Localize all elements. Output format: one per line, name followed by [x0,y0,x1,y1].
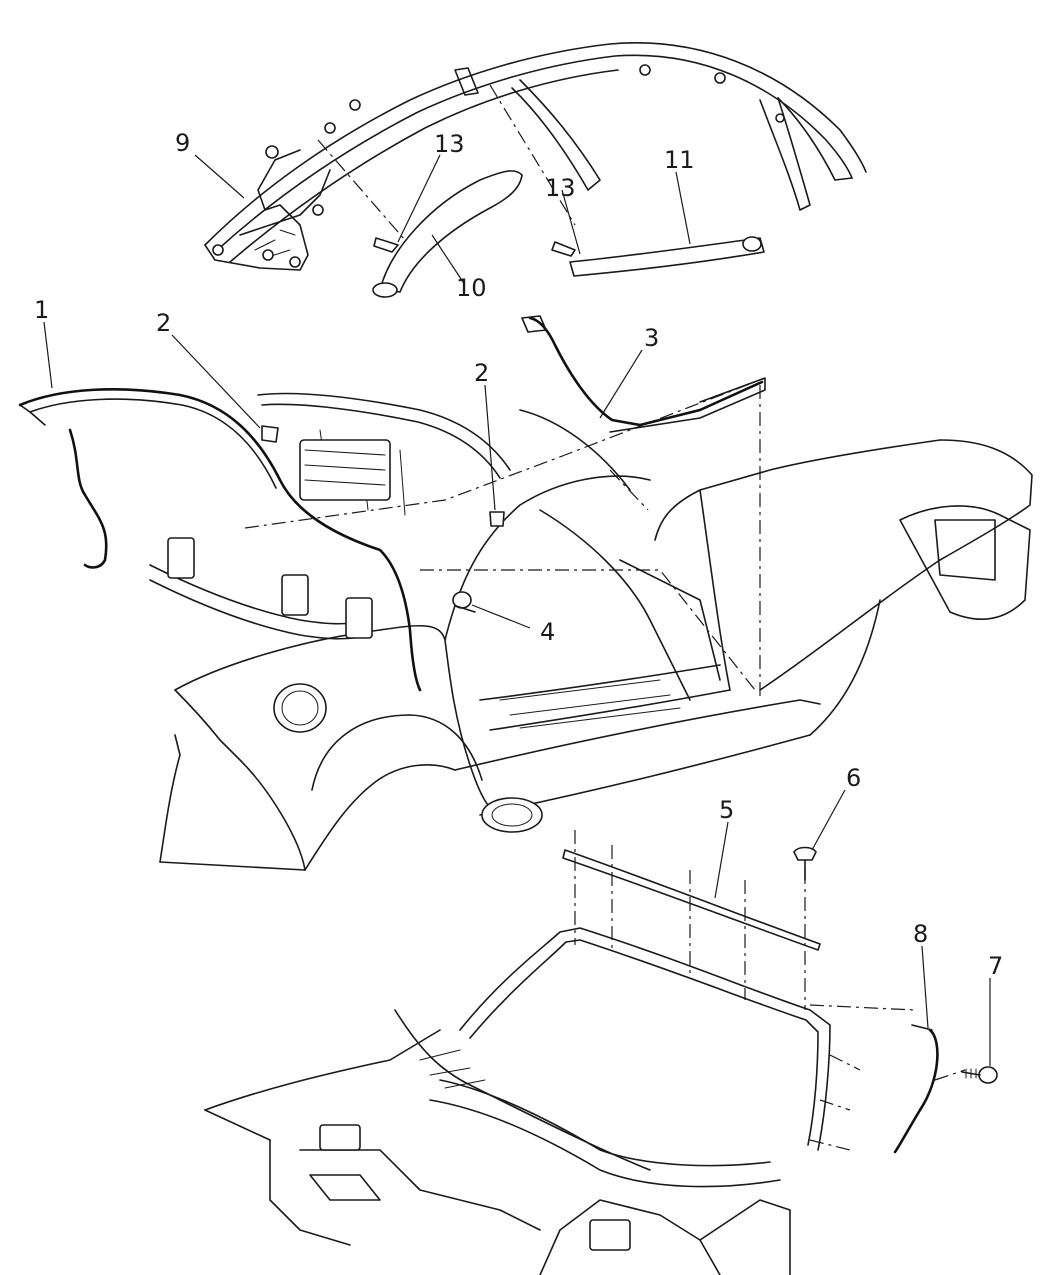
windshield-opening-assembly [204,830,966,1275]
callout-labels: 1 2 2 3 4 5 6 7 8 9 10 11 13 13 [34,129,1003,980]
callout-4: 4 [540,618,555,646]
part-2-clip-right [489,511,505,527]
callout-11: 11 [664,146,695,174]
callout-10: 10 [456,274,487,302]
part-11-a-pillar-trim-right [569,236,765,277]
part-13-clips [373,237,576,257]
callout-5: 5 [719,796,734,824]
leader-lines [43,154,991,1066]
part-2-clip-left [261,425,279,443]
part-4-plug [452,591,476,613]
callout-13-left: 13 [434,130,465,158]
callout-9: 9 [175,129,190,157]
part-1-weatherstrip [18,387,422,692]
part-6-push-pin [793,846,817,881]
callout-1: 1 [34,296,49,324]
part-8-trim [893,1024,939,1154]
callout-13-right: 13 [545,174,576,202]
body-shell [149,379,1033,871]
callout-8: 8 [913,920,928,948]
callout-2-left: 2 [156,309,171,337]
part-7-screw [961,1066,998,1084]
callout-3: 3 [644,324,659,352]
part-3-seal [521,315,766,433]
part-5-cowl-seal [562,849,821,951]
callout-7: 7 [988,952,1003,980]
part-10-a-pillar-trim-left [372,170,523,298]
callout-6: 6 [846,764,861,792]
callout-2-right: 2 [474,359,489,387]
windshield-header-assembly [204,42,867,271]
